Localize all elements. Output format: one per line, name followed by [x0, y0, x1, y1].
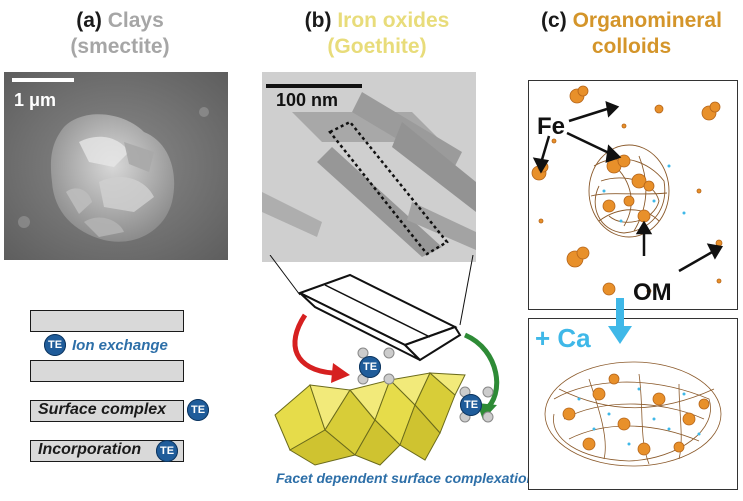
colloid-panel-top: Fe OM — [528, 80, 738, 310]
colloid-illustration-top — [531, 85, 724, 296]
ca-label: + Ca — [535, 323, 591, 353]
panel-c-label: (c) — [541, 9, 567, 32]
clay-layer-surface — [30, 400, 184, 422]
ca-arrow — [608, 298, 632, 344]
te-badge-surface-complex: TE — [187, 399, 209, 421]
panel-b-title-line1: Iron oxides — [337, 9, 450, 32]
fe-label: Fe — [537, 113, 566, 140]
panel-a-title-line1: Clays — [107, 9, 164, 32]
panel-a-label: (a) — [76, 9, 102, 32]
facet-caption: Facet dependent surface complexation — [276, 470, 536, 486]
panel-a-title: (a) Clays (smectite) — [0, 8, 240, 60]
incorporation-label: Incorporation — [38, 441, 142, 458]
te-badge-ion-exchange: TE — [44, 334, 66, 356]
colloid-illustration-bottom — [544, 361, 722, 467]
goethite-scale-bar — [266, 84, 362, 88]
panel-c-title-line2: colloids — [591, 35, 672, 58]
clay-layer-top — [30, 310, 184, 332]
te-badge-incorporation: TE — [156, 440, 178, 462]
panel-c-title-line1: Organomineral — [572, 9, 722, 32]
goethite-crystal-illustration — [269, 255, 500, 466]
clay-layer-incorporation — [30, 440, 184, 462]
panel-b-title: (b) Iron oxides (Goethite) — [262, 8, 492, 60]
goethite-tem-image: 100 nm — [262, 72, 476, 262]
colloid-panel-bottom: + Ca — [528, 318, 738, 490]
clay-scale-bar — [12, 78, 74, 82]
surface-complex-label: Surface complex — [38, 401, 167, 418]
te-badge-goethite-right: TE — [460, 394, 482, 416]
clay-layer-middle — [30, 360, 184, 382]
te-badge-goethite-left: TE — [359, 356, 381, 378]
clay-scale-label: 1 μm — [14, 90, 57, 110]
goethite-scale-label: 100 nm — [276, 90, 339, 110]
panel-b-title-line2: (Goethite) — [327, 35, 427, 58]
om-label: OM — [633, 279, 672, 306]
panel-c-title: (c) Organomineral colloids — [520, 8, 743, 60]
panel-b-label: (b) — [304, 9, 332, 32]
panel-a-title-line2: (smectite) — [70, 35, 170, 58]
ion-exchange-label: Ion exchange — [72, 337, 168, 354]
clay-sem-image: 1 μm — [4, 72, 228, 260]
